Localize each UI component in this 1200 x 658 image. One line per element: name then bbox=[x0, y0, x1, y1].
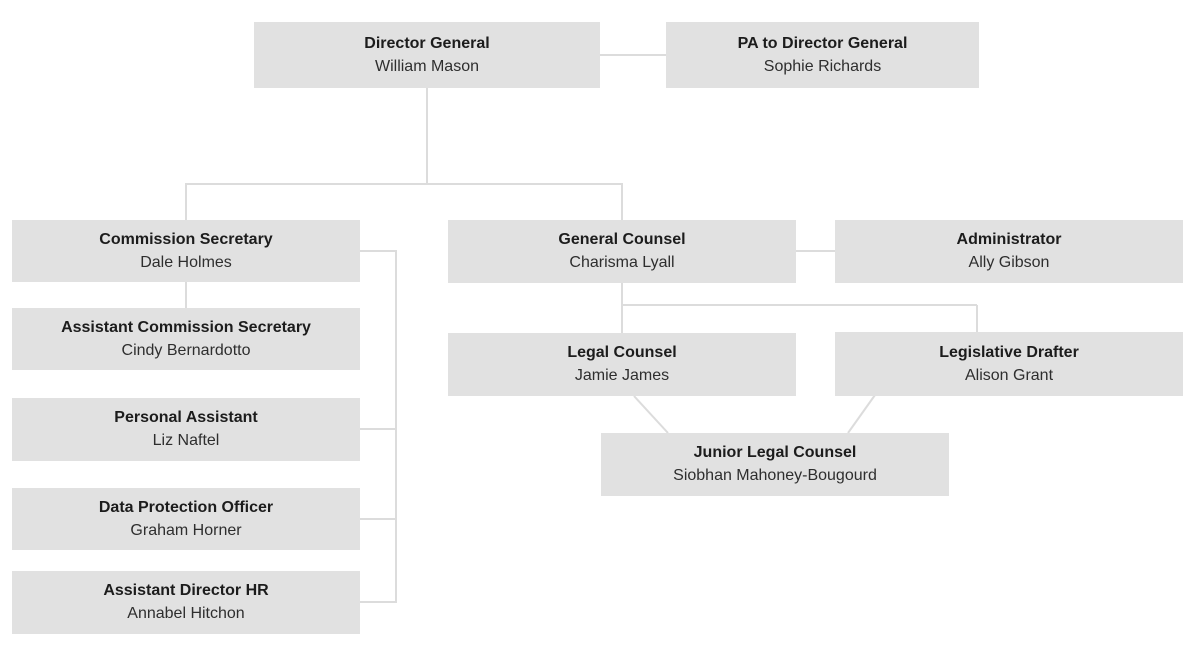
person-name: Dale Holmes bbox=[140, 253, 232, 271]
org-node-data-protection-officer: Data Protection Officer Graham Horner bbox=[12, 488, 360, 550]
person-name: Alison Grant bbox=[964, 366, 1054, 384]
person-name: Annabel Hitchon bbox=[127, 605, 245, 622]
person-name: Jamie James bbox=[574, 367, 670, 384]
org-node-legislative-drafter: Legislative Drafter Alison Grant bbox=[835, 332, 1183, 396]
role-title: Director General bbox=[364, 34, 490, 52]
role-title: Data Protection Officer bbox=[98, 498, 274, 516]
org-node-pa-to-director-general: PA to Director General Sophie Richards bbox=[666, 22, 979, 88]
connector-ld-jlc-diagonal bbox=[847, 394, 876, 434]
org-node-general-counsel: General Counsel Charisma Lyall bbox=[448, 220, 796, 283]
role-title: Junior Legal Counsel bbox=[693, 444, 857, 462]
org-node-director-general: Director General William Mason bbox=[254, 22, 600, 88]
org-node-administrator: Administrator Ally Gibson bbox=[835, 220, 1183, 283]
org-node-legal-counsel: Legal Counsel Jamie James bbox=[448, 333, 796, 396]
role-title: Legal Counsel bbox=[567, 344, 677, 362]
org-node-assistant-director-hr: Assistant Director HR Annabel Hitchon bbox=[12, 571, 360, 634]
connector-lc-jlc-diagonal bbox=[633, 395, 669, 434]
role-title: Commission Secretary bbox=[99, 230, 273, 248]
role-title: General Counsel bbox=[558, 231, 686, 249]
org-node-personal-assistant: Personal Assistant Liz Naftel bbox=[12, 398, 360, 461]
person-name: William Mason bbox=[374, 57, 479, 75]
org-node-assistant-commission-secretary: Assistant Commission Secretary Cindy Ber… bbox=[12, 308, 360, 370]
role-title: PA to Director General bbox=[737, 34, 908, 52]
person-name: Siobhan Mahoney-Bougourd bbox=[673, 467, 877, 484]
person-name: Cindy Bernardotto bbox=[121, 341, 251, 359]
person-name: Graham Horner bbox=[130, 521, 242, 539]
org-node-commission-secretary: Commission Secretary Dale Holmes bbox=[12, 220, 360, 282]
role-title: Assistant Director HR bbox=[103, 582, 269, 600]
role-title: Assistant Commission Secretary bbox=[61, 318, 311, 336]
person-name: Ally Gibson bbox=[968, 254, 1050, 271]
org-node-junior-legal-counsel: Junior Legal Counsel Siobhan Mahoney-Bou… bbox=[601, 433, 949, 496]
person-name: Charisma Lyall bbox=[569, 254, 675, 271]
role-title: Personal Assistant bbox=[114, 409, 258, 427]
person-name: Sophie Richards bbox=[763, 57, 882, 75]
role-title: Administrator bbox=[956, 231, 1062, 249]
person-name: Liz Naftel bbox=[152, 432, 220, 449]
role-title: Legislative Drafter bbox=[939, 343, 1079, 361]
